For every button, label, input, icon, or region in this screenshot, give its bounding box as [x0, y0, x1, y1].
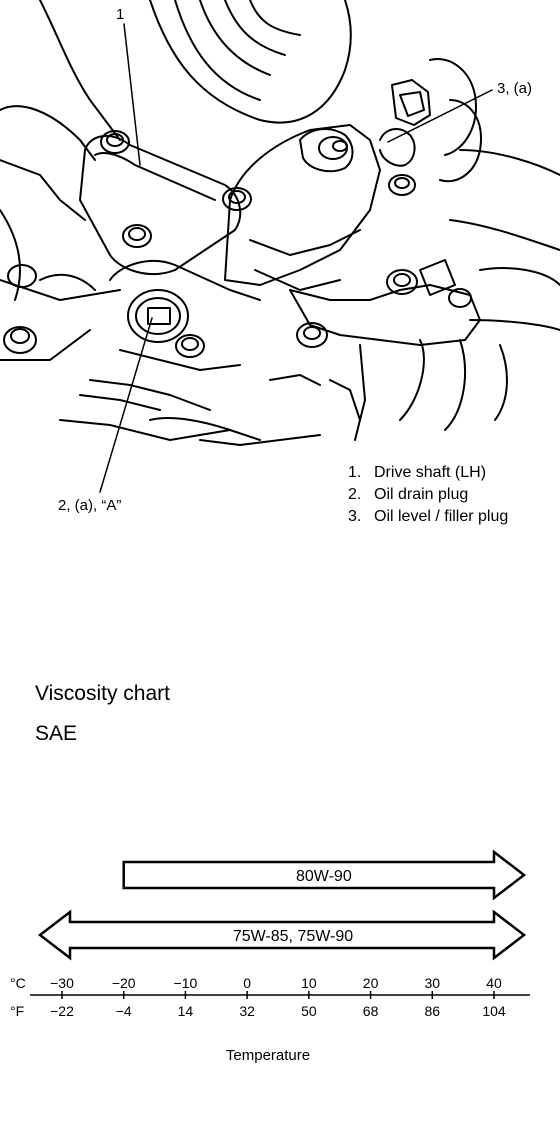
legend-number: 3. [348, 508, 362, 525]
callout-2-leader [99, 317, 153, 493]
range-arrow-label: 80W-90 [296, 868, 352, 885]
sae-label: SAE [35, 722, 78, 745]
callout-2: 2, (a), “A” [58, 497, 122, 514]
legend-label: Oil drain plug [374, 486, 469, 503]
legend-label: Drive shaft (LH) [374, 464, 487, 481]
celsius-tick-label: 30 [424, 975, 440, 991]
viscosity-chart-title: Viscosity chart [35, 682, 170, 705]
legend-number: 1. [348, 464, 362, 481]
viscosity-range-chart: 80W-90 75W-85, 75W-90 °C °F −30 −22 −20 −4 −10 1… [10, 849, 530, 1064]
fahrenheit-unit-label: °F [10, 1003, 24, 1019]
celsius-tick-label: −10 [174, 975, 198, 991]
celsius-tick-label: 10 [301, 975, 317, 991]
x-axis-title: Temperature [226, 1047, 310, 1064]
celsius-tick-label: 40 [486, 975, 502, 991]
legend-item: 1. Drive shaft (LH) [348, 462, 508, 484]
callout-1-leader [123, 23, 141, 166]
celsius-tick-label: 0 [243, 975, 251, 991]
fahrenheit-tick-label: 104 [482, 1003, 506, 1019]
fahrenheit-tick-label: −4 [116, 1003, 132, 1019]
range-arrow-label: 75W-85, 75W-90 [233, 928, 353, 945]
callout-1: 1 [116, 6, 125, 23]
callout-3: 3, (a) [497, 80, 533, 97]
fahrenheit-tick-label: −22 [50, 1003, 74, 1019]
legend-item: 2. Oil drain plug [348, 484, 508, 506]
figure-legend: 1. Drive shaft (LH) 2. Oil drain plug 3.… [348, 462, 508, 528]
celsius-unit-label: °C [10, 975, 26, 991]
fahrenheit-tick-label: 68 [363, 1003, 379, 1019]
legend-label: Oil level / filler plug [374, 508, 509, 525]
fahrenheit-tick-label: 32 [239, 1003, 255, 1019]
celsius-tick-label: 20 [363, 975, 379, 991]
celsius-tick-label: −20 [112, 975, 136, 991]
callout-3-leader [387, 89, 493, 143]
range-arrow [122, 849, 527, 901]
fahrenheit-tick-label: 50 [301, 1003, 317, 1019]
legend-number: 2. [348, 486, 362, 503]
drive-shaft-illustration [0, 0, 560, 493]
legend-item: 3. Oil level / filler plug [348, 506, 508, 528]
fahrenheit-tick-label: 86 [424, 1003, 440, 1019]
celsius-tick-label: −30 [50, 975, 74, 991]
fahrenheit-tick-label: 14 [178, 1003, 194, 1019]
range-arrow [37, 909, 527, 961]
